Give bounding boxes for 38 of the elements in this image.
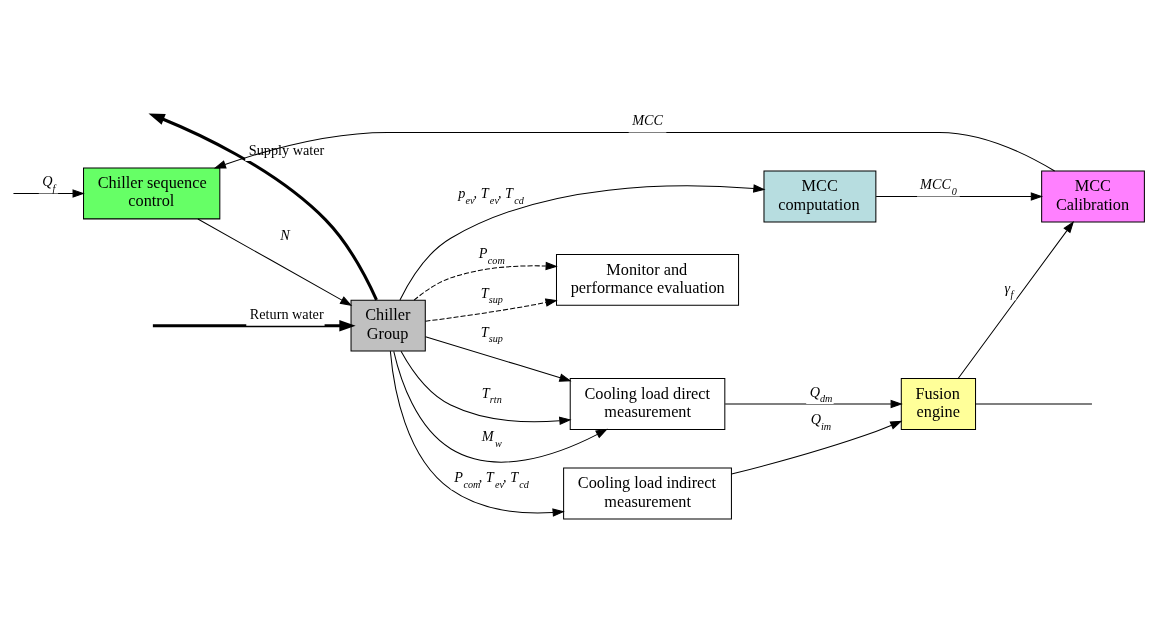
- edge-label: γ$_{f}$: [1004, 279, 1014, 300]
- arrow: [12, 188, 85, 198]
- edge-label: Q$_{dm}$: [809, 383, 833, 404]
- edge-label: P$_{com}$, T$_{ev}$, T$_{cd}$: [454, 468, 529, 490]
- arrow: [389, 350, 565, 517]
- node-box: MCC Calibration: [1041, 170, 1145, 222]
- arrow: [148, 113, 378, 300]
- edge-label: Return water: [249, 305, 324, 322]
- arrow: [425, 335, 572, 382]
- arrow: [957, 220, 1075, 379]
- node-box: Chiller Group: [350, 299, 426, 352]
- arrow: [197, 217, 353, 306]
- edge-label: M$_{w}$: [481, 427, 502, 449]
- arrow: [731, 420, 903, 475]
- node-box: Monitor and performance evaluation: [556, 253, 740, 306]
- arrow: [400, 350, 572, 425]
- edge-label: N: [280, 226, 290, 243]
- edge-label: MCC$_{0}$: [920, 175, 957, 197]
- node-box: Fusion engine: [900, 377, 977, 430]
- edge-label: T$_{rtn}$: [481, 384, 502, 405]
- edge-label: T$_{sup}$: [480, 284, 503, 305]
- edge-label: Q$_{im}$: [810, 410, 832, 432]
- connector: [975, 403, 1093, 404]
- node-box: Cooling load direct measurement: [569, 377, 726, 430]
- arrow: [413, 261, 558, 301]
- arrow: [393, 350, 608, 463]
- node-box: Cooling load indirect measurement: [563, 467, 732, 519]
- node-box: Chiller sequence control: [83, 167, 221, 219]
- node-box: MCC computation: [763, 170, 877, 222]
- edge-label: MCC: [632, 111, 664, 128]
- edge-label: T$_{sup}$: [480, 323, 503, 344]
- arrow: [213, 131, 1056, 171]
- arrow: [424, 297, 558, 322]
- arrow: [152, 319, 356, 331]
- edge-label: p$_{ev}$, T$_{ev}$, T$_{cd}$: [458, 184, 524, 206]
- edge-label: P$_{com}$: [478, 244, 505, 266]
- edge-label: Q$_{f}$: [42, 172, 56, 194]
- arrow: [724, 399, 903, 408]
